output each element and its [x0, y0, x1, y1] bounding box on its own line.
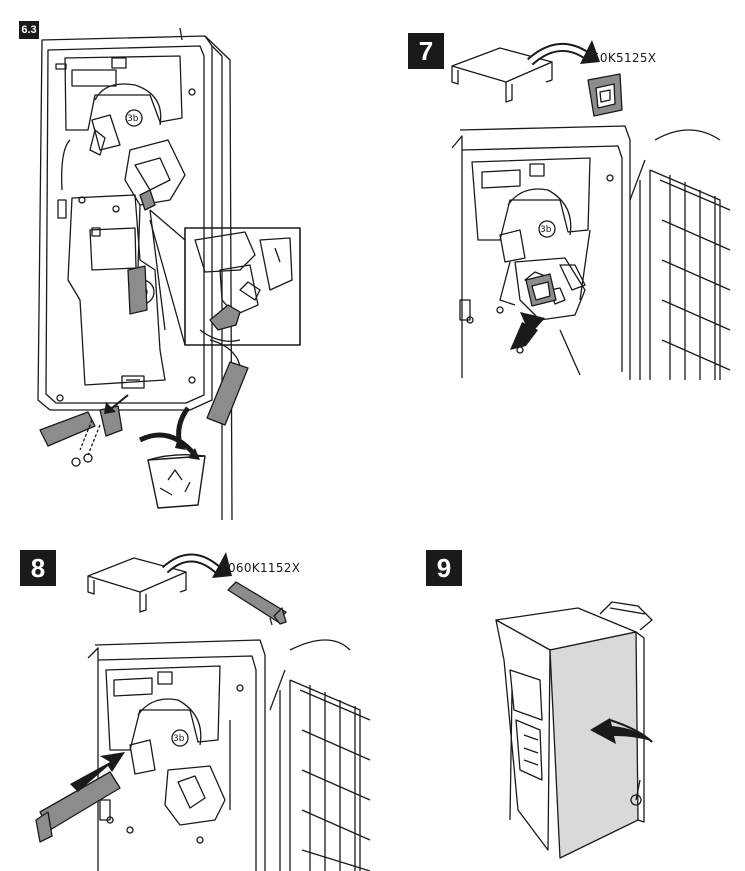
curved-arrow-icon [590, 718, 654, 744]
step-9-badge: 9 [426, 550, 462, 586]
step-7-part-number: 50K5125X [592, 51, 657, 65]
step-8-panel: 8 060K1152X [0, 520, 400, 871]
step-8-illustration: 3b [35, 552, 371, 871]
step-9-panel: 9 [400, 520, 745, 871]
step-6-3-badge: 6.3 [19, 21, 39, 39]
step-9-illustration [495, 601, 654, 859]
step-7-illustration: 3b [451, 40, 731, 380]
step-7-callout: 3b [540, 225, 552, 235]
step-8-part-number: 060K1152X [228, 561, 301, 575]
recycle-bin-icon [147, 454, 206, 509]
step-8-badge: 8 [20, 550, 56, 586]
step-6-3-illustration: 3b [37, 27, 301, 520]
step-7-panel: 7 50K5125X [400, 0, 745, 400]
step-6-3-callout: 3b [127, 114, 139, 124]
step-8-callout: 3b [173, 734, 185, 744]
step-7-badge: 7 [408, 33, 444, 69]
step-6-3-panel: 6.3 [0, 0, 330, 520]
